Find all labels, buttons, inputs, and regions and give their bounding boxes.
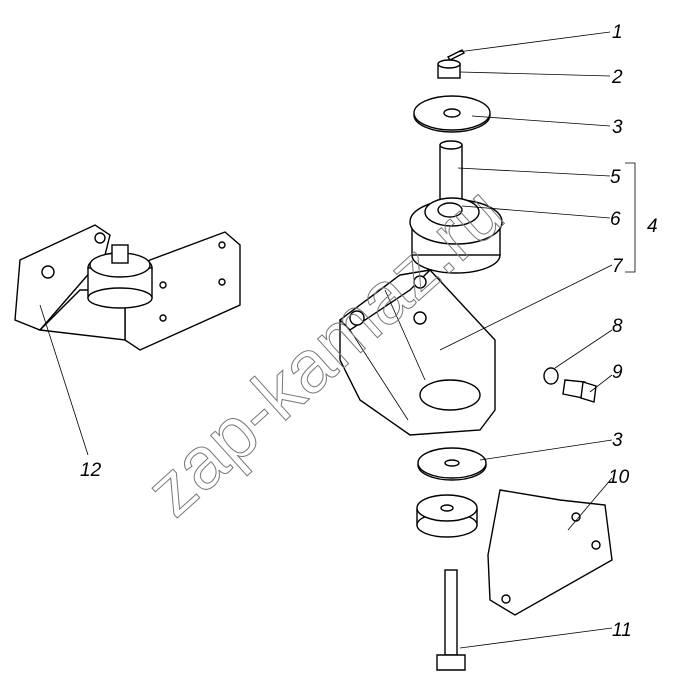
cotter-pin-1 xyxy=(446,49,466,61)
callout-3-bottom: 3 xyxy=(612,430,623,451)
bolt-9 xyxy=(562,379,597,403)
lock-washer-8 xyxy=(543,367,559,385)
callout-6: 6 xyxy=(610,209,621,230)
castle-nut-2 xyxy=(437,59,461,79)
callout-10: 10 xyxy=(608,467,630,488)
long-bolt-11 xyxy=(436,569,466,671)
bracket-7 xyxy=(338,268,496,436)
callout-8: 8 xyxy=(612,316,623,337)
rubber-cushion-6 xyxy=(409,197,503,274)
callout-9: 9 xyxy=(612,362,623,383)
callout-5: 5 xyxy=(610,167,621,188)
callout-2: 2 xyxy=(611,67,623,88)
washer-3-top xyxy=(413,95,491,133)
callout-12: 12 xyxy=(80,460,102,481)
callout-3-top: 3 xyxy=(612,117,623,138)
bracket-10 xyxy=(416,489,613,616)
callout-7: 7 xyxy=(612,256,624,277)
callout-1: 1 xyxy=(612,22,623,43)
sleeve-5 xyxy=(439,140,463,206)
callout-11: 11 xyxy=(612,620,632,641)
assembled-mount-12 xyxy=(14,224,241,351)
leader-lines xyxy=(39,31,636,649)
callout-4: 4 xyxy=(647,216,658,237)
washer-3-bottom xyxy=(417,447,487,481)
